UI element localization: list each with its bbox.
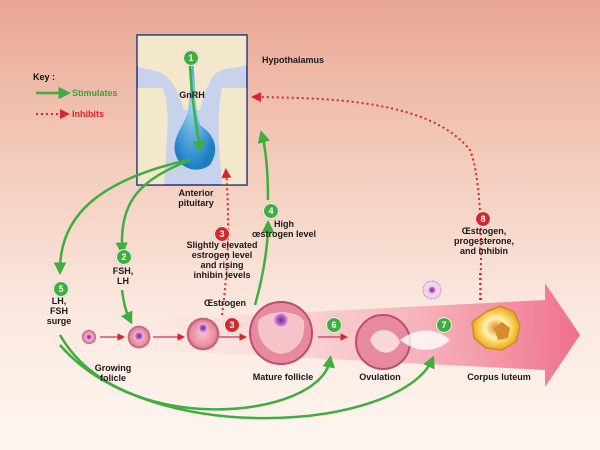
oestrogen-label: Œstrogen bbox=[203, 298, 246, 308]
step-1-badge: 1 bbox=[183, 50, 199, 66]
follicle-stages bbox=[82, 280, 521, 370]
mature-follicle-label: Mature follicle bbox=[252, 372, 314, 382]
key-inhibits-label: Inhibits bbox=[72, 109, 104, 119]
inhibition-arrows bbox=[221, 92, 482, 316]
corpus-luteum-label: Corpus luteum bbox=[467, 372, 531, 382]
key-stimulates-label: Stimulates bbox=[72, 88, 118, 98]
high-estrogen-label: High œstrogen level bbox=[251, 219, 316, 239]
anterior-pituitary-label: Anterior pituitary bbox=[178, 188, 214, 208]
stimulation-arrows bbox=[53, 65, 435, 420]
step-7-badge: 7 bbox=[436, 317, 452, 333]
step-4-badge: 4 bbox=[263, 203, 279, 219]
hypothalamus-label: Hypothalamus bbox=[262, 55, 325, 65]
step-3-follicle-badge: 3 bbox=[224, 317, 240, 333]
estrogen-progesterone-inhibin-label: Œstrogen, progesterone, and inhibin bbox=[453, 226, 514, 256]
lh-fsh-surge-label: LH, FSH surge bbox=[46, 296, 72, 326]
growing-follicle-label: Growing folicle bbox=[94, 363, 132, 383]
fsh-lh-label: FSH, LH bbox=[112, 266, 134, 286]
step-8-badge: 8 bbox=[475, 211, 491, 227]
step-6-badge: 6 bbox=[326, 317, 342, 333]
step-2-badge: 2 bbox=[116, 249, 132, 265]
key-title: Key : bbox=[33, 72, 56, 82]
step-5-badge: 5 bbox=[53, 281, 69, 297]
ovulation-label: Ovulation bbox=[359, 372, 401, 382]
gnrh-label: GnRH bbox=[179, 90, 205, 100]
slightly-elevated-label: Slightly elevated estrogen level and ris… bbox=[186, 240, 258, 280]
step-3-inhibit-badge: 3 bbox=[214, 226, 230, 242]
